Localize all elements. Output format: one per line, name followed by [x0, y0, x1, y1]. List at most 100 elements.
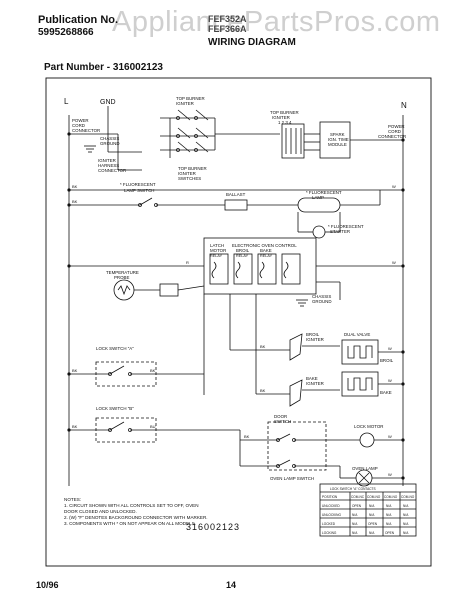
model-numbers: FEF352A FEF366A — [208, 14, 247, 34]
contacts-table-title: LOCK SWITCH "A" CONTACTS — [330, 487, 376, 491]
model-number: FEF352A — [208, 14, 247, 24]
ballast-label: BALLAST — [226, 192, 246, 197]
lock-motor-label: LOCK MOTOR — [354, 424, 383, 429]
contacts-table-cell: N/A — [352, 513, 358, 517]
page-title: WIRING DIAGRAM — [208, 37, 296, 48]
contacts-table-cell: N/A — [386, 513, 392, 517]
wire-label: W — [388, 434, 392, 439]
top-burner-switches-label: SWITCHES — [178, 176, 201, 181]
contacts-table-cell: N/A — [386, 504, 392, 508]
contacts-table-cell: N/A — [403, 504, 409, 508]
contacts-table-cell: LOCKED — [322, 522, 336, 526]
lock-switch-a-label: LOCK SWITCH "A" — [96, 346, 134, 351]
dual-valve-label: DUAL VALVE — [344, 332, 370, 337]
bake-relay-label: BAKE — [260, 248, 272, 253]
power-cord-left-label: CONNECTOR — [72, 128, 100, 133]
contacts-table-header: COM-NC — [351, 495, 365, 499]
top-burner-switches-label: IGNITER — [178, 171, 196, 176]
power-cord-left-label: CORD — [72, 123, 85, 128]
contacts-table-cell: N/A — [403, 531, 409, 535]
contacts-table-cell: N/A — [369, 531, 375, 535]
spark-module-label: SPARK — [330, 132, 345, 137]
note-line: 2. (W) "F" DENOTES BACKGROUND CONNECTOR … — [64, 515, 208, 520]
contacts-table-cell: N/A — [403, 513, 409, 517]
publication-number: 5995268866 — [38, 27, 94, 38]
diagram-notes: NOTES: 1. CIRCUIT SHOWN WITH ALL CONTROL… — [64, 497, 234, 527]
chassis-ground-2-label: CHASSIS — [312, 294, 331, 299]
wire-label: BK — [72, 184, 78, 189]
contacts-table-header: POSITION — [322, 495, 338, 499]
power-cord-right-label: CORD — [388, 129, 401, 134]
contacts-table-cell: UNLOCKING — [322, 513, 341, 517]
wire-label: BK — [72, 199, 78, 204]
oven-lamp-switch-label: OVEN LAMP SWITCH — [270, 476, 314, 481]
note-line: DOOR CLOSED AND UNLOCKED. — [64, 509, 137, 514]
power-cord-right-label: POWER — [388, 124, 405, 129]
contacts-table-header: COM-NO — [384, 495, 398, 499]
lock-switch-b-label: LOCK SWITCH "B" — [96, 406, 134, 411]
wire-label: W — [388, 472, 392, 477]
contacts-table-cell: OPEN — [368, 522, 378, 526]
wire-label: W — [388, 346, 392, 351]
watermark: AppliancePartsPros.com — [112, 6, 441, 38]
contacts-table-cell: N/A — [403, 522, 409, 526]
broil-label: BROIL — [380, 358, 394, 363]
fluorescent-starter-label: * FLUORESCENT — [328, 224, 364, 229]
door-switch-label: DOOR — [274, 414, 287, 419]
contacts-table-cell: LOCKING — [322, 531, 337, 535]
fluorescent-lamp-switch-label: * FLUORESCENT — [120, 182, 156, 187]
note-line: 1. CIRCUIT SHOWN WITH ALL CONTROLS SET T… — [64, 503, 199, 508]
wire-label: W — [388, 378, 392, 383]
top-burner-switches-label: TOP BURNER — [178, 166, 207, 171]
top-burner-igniter-label: IGNITER — [272, 115, 290, 120]
contacts-table-cell: N/A — [369, 504, 375, 508]
wire-label: BK — [260, 388, 266, 393]
top-burner-igniter-label: TOP BURNER — [270, 110, 299, 115]
power-cord-right-label: CONNECTOR — [378, 134, 406, 139]
temp-probe-label: PROBE — [114, 275, 129, 280]
drawing-number: 316002123 — [186, 522, 241, 532]
top-burner-igniter-label: IGNITER — [176, 101, 194, 106]
oven-lamp-label: OVEN LAMP — [352, 466, 378, 471]
terminal-n-label: N — [401, 101, 407, 110]
wire-label: BK — [260, 344, 266, 349]
contacts-table-cell: UNLOCKED — [322, 504, 340, 508]
contacts-table-header: COM-NO — [367, 495, 381, 499]
bake-igniter-label: BAKE — [306, 376, 318, 381]
latch-relay-label: RELAY — [210, 254, 223, 258]
wire-label: BK — [150, 368, 156, 373]
igniter-harness-label: CONNECTOR — [98, 168, 126, 173]
footer-page-number: 14 — [226, 580, 237, 590]
note-line: 3. COMPONENTS WITH * ON NOT APPEAR ON AL… — [64, 521, 196, 526]
contacts-table-cell: N/A — [352, 522, 358, 526]
fluorescent-lamp-label: LAMP — [312, 195, 324, 200]
wire-label: R — [186, 260, 189, 265]
power-cord-left-label: POWER — [72, 118, 89, 123]
temp-probe-label: TEMPERATURE — [106, 270, 139, 275]
broil-igniter-label: IGNITER — [306, 337, 324, 342]
part-number: Part Number - 316002123 — [44, 62, 163, 73]
igniter-numbers: 1 2 3 4 — [278, 120, 292, 125]
contacts-table-cell: N/A — [369, 513, 375, 517]
fluorescent-lamp-label: * FLUORESCENT — [306, 190, 342, 195]
note-line: NOTES: — [64, 497, 82, 502]
door-switch-label: SWITCH — [274, 419, 291, 424]
wire-label: BU — [150, 424, 156, 429]
chassis-ground-2-label: GROUND — [312, 299, 332, 304]
wire-label: W — [392, 260, 396, 265]
wire-label: BK — [244, 434, 250, 439]
terminal-l-label: L — [64, 97, 69, 106]
wire-label: BK — [72, 424, 78, 429]
igniter-harness-label: IGNITER — [98, 158, 116, 163]
fluorescent-starter-label: STARTER — [330, 229, 350, 234]
terminal-gnd-label: GND — [100, 99, 116, 106]
spark-module-label: IGN. TIME — [328, 137, 349, 142]
broil-relay-label: RELAY — [236, 254, 249, 258]
chassis-ground-label: CHASSIS — [100, 136, 119, 141]
chassis-ground-label: GROUND — [100, 141, 120, 146]
bake-label: BAKE — [380, 390, 392, 395]
bake-relay-label: RELAY — [260, 254, 273, 258]
broil-igniter-label: BROIL — [306, 332, 320, 337]
contacts-table: LOCK SWITCH "A" CONTACTS POSITION COM-NC… — [322, 487, 415, 535]
